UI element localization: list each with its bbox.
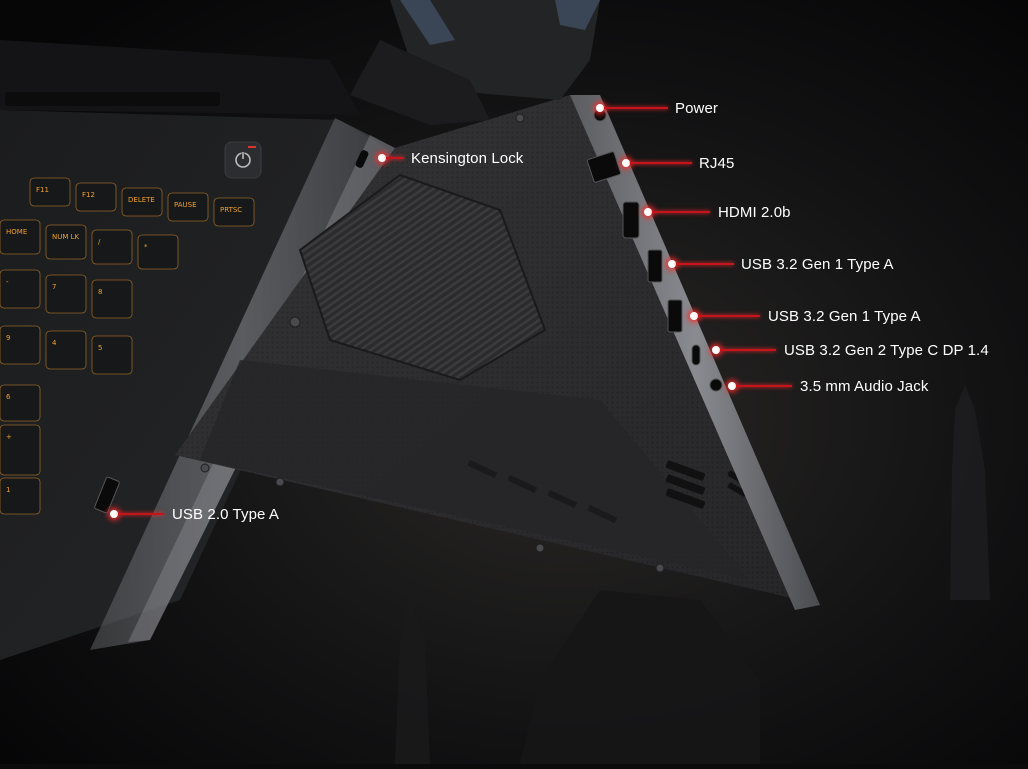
usb-a-2-label: USB 3.2 Gen 1 Type A xyxy=(768,308,921,325)
kensington-marker xyxy=(378,154,386,162)
key-legend: NUM LK xyxy=(52,233,80,241)
usb20-callout-line xyxy=(118,513,164,515)
usb-a-2-callout-line xyxy=(698,315,760,317)
key-legend: F12 xyxy=(82,191,95,199)
hdmi-port-marker xyxy=(644,208,652,216)
key-legend: - xyxy=(6,278,9,286)
kensington-label: Kensington Lock xyxy=(411,150,524,167)
key-legend: PAUSE xyxy=(174,201,197,209)
key-legend: / xyxy=(98,238,101,246)
key-legend: 7 xyxy=(52,283,56,291)
usb20-label: USB 2.0 Type A xyxy=(172,506,280,523)
power-port-marker xyxy=(596,104,604,112)
key-legend: * xyxy=(144,243,148,251)
usb-a-1-callout-line xyxy=(676,263,734,265)
rj45-port-marker xyxy=(622,159,630,167)
key-legend: 8 xyxy=(98,288,102,296)
power-label: Power xyxy=(675,100,719,117)
usb-c-label: USB 3.2 Gen 2 Type C DP 1.4 xyxy=(784,342,989,359)
key-legend: + xyxy=(6,433,12,441)
key-legend: 6 xyxy=(6,393,11,401)
usb-c-port-marker xyxy=(712,346,720,354)
audio-jack-label: 3.5 mm Audio Jack xyxy=(800,378,929,395)
usb-c-callout-line xyxy=(720,349,776,351)
hdmi-callout-line xyxy=(652,211,710,213)
kensington-callout-line xyxy=(386,157,404,159)
key-legend: PRTSC xyxy=(220,206,242,214)
usb20-marker xyxy=(110,510,118,518)
power-callout-line xyxy=(604,107,668,109)
key-legend: HOME xyxy=(6,228,27,236)
key-legend: 1 xyxy=(6,486,10,494)
key-legend: 5 xyxy=(98,344,102,352)
key-legend: 4 xyxy=(52,339,57,347)
rj45-callout-line xyxy=(630,162,692,164)
key-legend: F11 xyxy=(36,186,49,194)
usb-a-1-label: USB 3.2 Gen 1 Type A xyxy=(741,256,894,273)
hdmi-label: HDMI 2.0b xyxy=(718,204,791,221)
rj45-label: RJ45 xyxy=(699,155,735,172)
audio-callout-line xyxy=(736,385,792,387)
usb-a-1-port-marker xyxy=(668,260,676,268)
usb-a-2-port-marker xyxy=(690,312,698,320)
audio-jack-marker xyxy=(728,382,736,390)
key-legend: DELETE xyxy=(128,196,155,204)
key-legend: 9 xyxy=(6,334,10,342)
